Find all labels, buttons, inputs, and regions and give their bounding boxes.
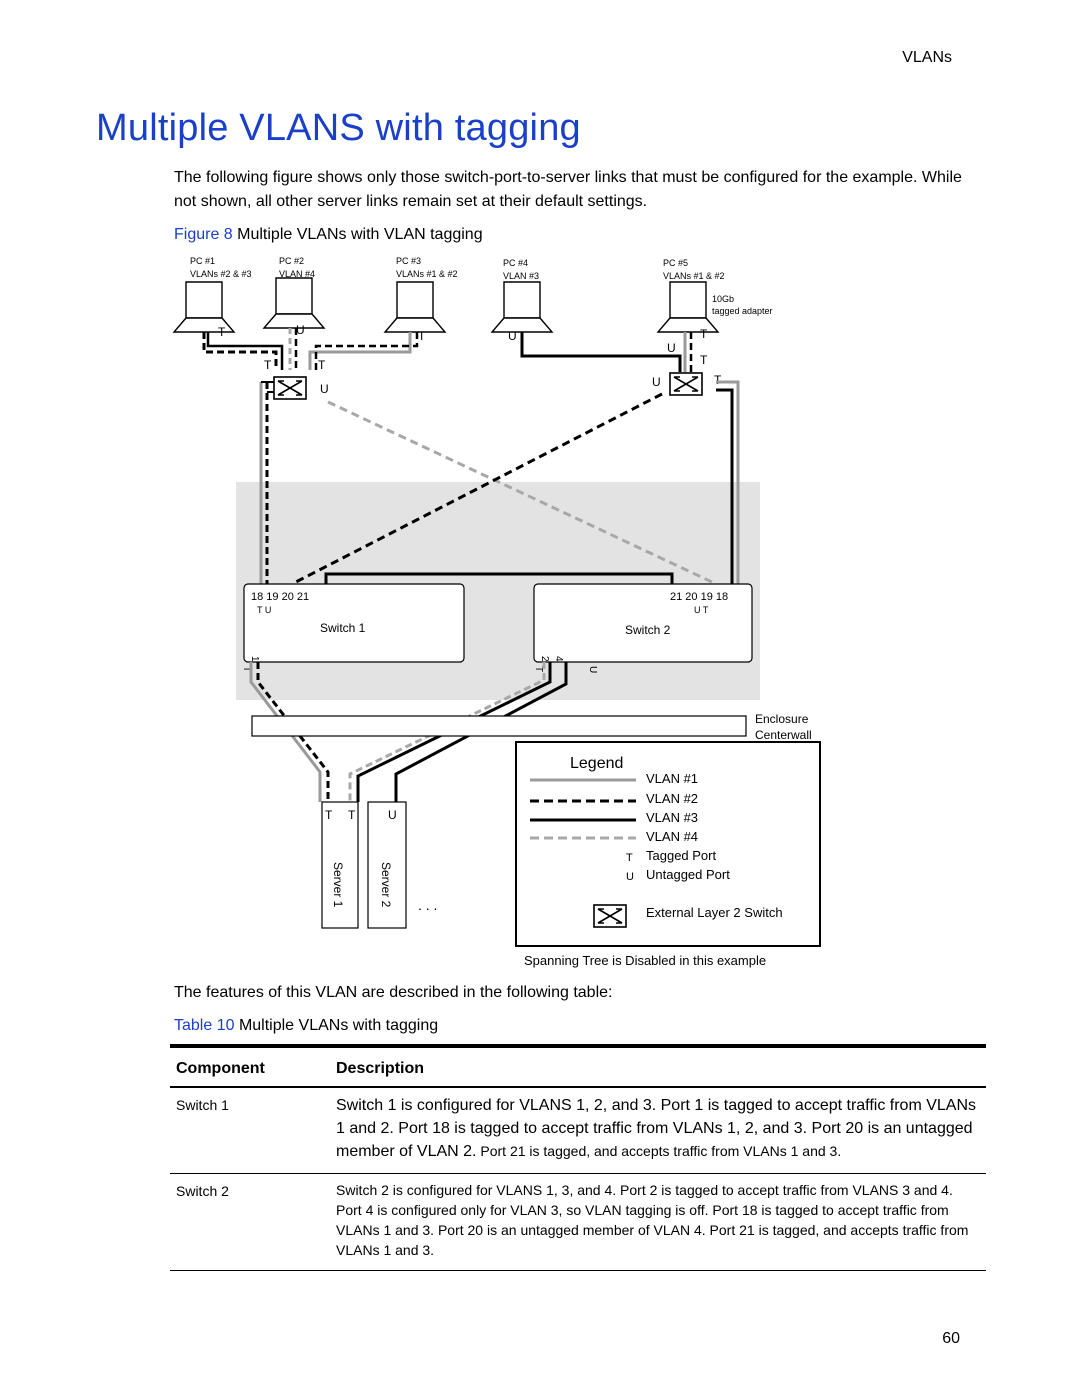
svg-text:U: U (388, 808, 397, 822)
running-head: VLANs (902, 49, 952, 66)
svg-text:VLAN #4: VLAN #4 (279, 269, 315, 279)
pc-3: PC #3 VLANs #1 & #2 (384, 256, 458, 333)
svg-text:U: U (667, 341, 676, 355)
svg-text:18 19 20 21: 18 19 20 21 (251, 591, 309, 603)
svg-text:PC #2: PC #2 (279, 256, 304, 266)
svg-text:Server 1: Server 1 (331, 862, 345, 908)
svg-text:10Gb: 10Gb (712, 294, 734, 304)
pc-1: PC #1 VLANs #2 & #3 (173, 256, 252, 333)
svg-text:Enclosure: Enclosure (755, 712, 809, 726)
svg-text:Legend: Legend (570, 755, 623, 772)
server-2: U Server 2 (367, 801, 407, 929)
description-cell: Switch 1 is configured for VLANS 1, 2, a… (330, 1087, 986, 1174)
svg-text:VLAN #2: VLAN #2 (646, 791, 698, 806)
svg-text:T: T (700, 327, 708, 341)
svg-text:PC #3: PC #3 (396, 256, 421, 266)
svg-text:T: T (218, 325, 226, 339)
svg-text:PC #5: PC #5 (663, 258, 688, 268)
table-row: Switch 2 Switch 2 is configured for VLAN… (170, 1173, 986, 1271)
table-caption: Table 10 Multiple VLANs with tagging (174, 1017, 438, 1035)
svg-text:2: 2 (539, 656, 550, 662)
column-header-component: Component (170, 1044, 330, 1088)
description-cell: Switch 2 is configured for VLANS 1, 3, a… (330, 1173, 986, 1271)
svg-text:T: T (533, 666, 544, 672)
page-number: 60 (942, 1330, 960, 1347)
svg-text:PC #1: PC #1 (190, 256, 215, 266)
right-external-switch-icon (669, 372, 703, 396)
svg-text:VLAN #1: VLAN #1 (646, 771, 698, 786)
table-caption-text: Multiple VLANs with tagging (234, 1017, 439, 1034)
svg-text:PC #4: PC #4 (503, 258, 528, 268)
svg-text:. . .: . . . (418, 897, 437, 913)
svg-text:U: U (587, 666, 598, 673)
svg-text:U T: U T (694, 605, 709, 615)
svg-text:U: U (320, 382, 329, 396)
svg-text:T U: T U (257, 605, 271, 615)
server-1: T T Server 1 (321, 801, 359, 929)
legend-box: Legend VLAN #1 VLAN #2 VLAN #3 VLAN #4 T… (515, 741, 821, 947)
svg-text:Tagged Port: Tagged Port (646, 848, 716, 863)
svg-text:Switch 2: Switch 2 (625, 623, 671, 637)
svg-text:4: 4 (553, 656, 564, 662)
svg-text:U: U (626, 871, 634, 883)
figure-caption-text: Multiple VLANs with VLAN tagging (232, 226, 483, 243)
column-header-description: Description (330, 1044, 986, 1088)
table-intro: The features of this VLAN are described … (174, 984, 613, 1001)
svg-text:T: T (348, 808, 356, 822)
figure-caption: Figure 8 Multiple VLANs with VLAN taggin… (174, 226, 483, 244)
svg-text:VLANs #2 & #3: VLANs #2 & #3 (190, 269, 252, 279)
pc-4: PC #4 VLAN #3 (491, 258, 553, 333)
svg-text:T: T (418, 329, 426, 343)
spanning-tree-note: Spanning Tree is Disabled in this exampl… (524, 953, 766, 968)
component-cell: Switch 1 (170, 1087, 330, 1174)
table-row: Switch 1 Switch 1 is configured for VLAN… (170, 1087, 986, 1174)
svg-text:VLANs #1 & #2: VLANs #1 & #2 (663, 271, 725, 281)
enclosure-centerwall: Enclosure Centerwall (251, 712, 812, 742)
pc-5: PC #5 VLANs #1 & #2 10Gb tagged adapter (657, 258, 773, 333)
svg-text:VLAN #3: VLAN #3 (503, 271, 539, 281)
svg-text:U: U (296, 323, 305, 337)
svg-text:Switch 1: Switch 1 (320, 621, 366, 635)
svg-text:T: T (626, 852, 633, 864)
svg-text:1: 1 (249, 656, 260, 662)
svg-text:Centerwall: Centerwall (755, 728, 812, 742)
left-external-switch-icon (273, 376, 307, 400)
svg-text:tagged adapter: tagged adapter (712, 306, 773, 316)
intro-paragraph: The following figure shows only those sw… (174, 169, 962, 210)
page-title: Multiple VLANS with tagging (96, 107, 581, 149)
switch-2: 21 20 19 18 U T Switch 2 2 4 (533, 583, 753, 663)
svg-text:Untagged Port: Untagged Port (646, 867, 730, 882)
components-table: Component Description Switch 1 Switch 1 … (170, 1044, 986, 1271)
svg-text:VLANs #1 & #2: VLANs #1 & #2 (396, 269, 458, 279)
svg-text:T: T (241, 666, 252, 672)
svg-text:VLAN #3: VLAN #3 (646, 810, 698, 825)
svg-text:U: U (508, 329, 517, 343)
figure-caption-link[interactable]: Figure 8 (174, 226, 233, 243)
svg-text:VLAN #4: VLAN #4 (646, 829, 698, 844)
table-caption-link[interactable]: Table 10 (174, 1017, 235, 1034)
switch-1: 18 19 20 21 T U Switch 1 1 (243, 583, 465, 663)
svg-text:T: T (325, 808, 333, 822)
svg-text:External Layer 2 Switch: External Layer 2 Switch (646, 905, 783, 920)
pc-2: PC #2 VLAN #4 (263, 256, 325, 329)
svg-text:T: T (700, 353, 708, 367)
svg-text:T: T (714, 373, 722, 387)
component-cell: Switch 2 (170, 1173, 330, 1271)
table-header-row: Component Description (170, 1044, 986, 1088)
svg-text:Server 2: Server 2 (379, 862, 393, 908)
svg-text:21 20 19 18: 21 20 19 18 (670, 591, 728, 603)
svg-text:T: T (318, 358, 326, 372)
network-diagram: PC #1 VLANs #2 & #3 PC #2 VLAN #4 PC #3 … (172, 252, 824, 974)
svg-text:T: T (264, 358, 272, 372)
svg-text:U: U (652, 375, 661, 389)
